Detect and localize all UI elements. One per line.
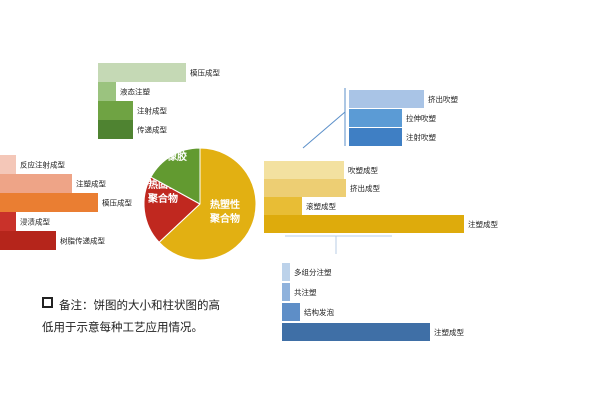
bar-label: 树脂传递成型 <box>60 236 105 246</box>
bar <box>98 63 186 82</box>
note-line-1: 备注：饼图的大小和柱状图的高 <box>59 298 220 312</box>
bar <box>264 161 344 179</box>
bar <box>282 303 300 321</box>
bar-label: 注射吹塑 <box>406 132 436 142</box>
pie-slice <box>158 147 257 261</box>
bar <box>349 90 424 108</box>
bar <box>349 128 402 146</box>
bar <box>98 101 133 120</box>
bar-label: 注塑成型 <box>76 179 106 189</box>
bar <box>282 263 290 281</box>
bar-label: 挤出成型 <box>350 183 380 193</box>
connector-line <box>302 111 346 149</box>
bar-label: 注塑成型 <box>434 327 464 337</box>
bar <box>0 212 16 231</box>
bar-label: 模压成型 <box>102 198 132 208</box>
bar <box>349 109 402 127</box>
pie-label: 橡胶 <box>167 150 187 163</box>
pie-label: 聚合物 <box>209 212 240 225</box>
bar-label: 浸渍成型 <box>20 217 50 227</box>
bar <box>264 197 302 215</box>
bar <box>0 193 98 212</box>
bar-label: 注塑成型 <box>468 219 498 229</box>
square-bullet-icon <box>42 297 53 308</box>
bar-label: 拉伸吹塑 <box>406 113 436 123</box>
bar-label: 挤出吹塑 <box>428 94 458 104</box>
bar <box>282 283 290 301</box>
pie-slice <box>143 176 201 244</box>
bar-label: 模压成型 <box>190 68 220 78</box>
bar <box>0 231 56 250</box>
bar-label: 共注塑 <box>294 287 317 297</box>
pie-label: 聚合物 <box>147 192 178 205</box>
bar-label: 反应注射成型 <box>20 160 65 170</box>
bar-label: 滚塑成型 <box>306 201 336 211</box>
bar <box>264 215 464 233</box>
bar-label: 多组分注塑 <box>294 267 332 277</box>
pie-slice <box>150 147 201 205</box>
bar <box>98 82 116 101</box>
bar <box>98 120 133 139</box>
bar-label: 吹塑成型 <box>348 165 378 175</box>
bar-label: 液态注塑 <box>120 87 150 97</box>
bar <box>0 174 72 193</box>
note: 备注：饼图的大小和柱状图的高 低用于示意每种工艺应用情况。 <box>42 294 232 338</box>
bar-label: 传递成型 <box>137 125 167 135</box>
note-line-2: 低用于示意每种工艺应用情况。 <box>42 320 203 334</box>
bar <box>264 179 346 197</box>
bar <box>0 155 16 174</box>
bar <box>282 323 430 341</box>
pie-label: 热塑性 <box>210 198 240 211</box>
bar-label: 注射成型 <box>137 106 167 116</box>
bar-label: 结构发泡 <box>304 307 334 317</box>
